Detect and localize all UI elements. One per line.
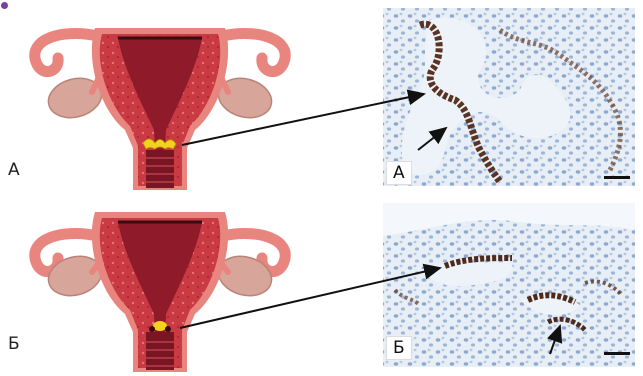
lesion-yellow-b <box>153 321 167 331</box>
uterus-illustration-b <box>35 212 285 372</box>
side-label-a: А <box>8 160 20 180</box>
fallopian-tube-left-a <box>35 34 98 72</box>
micrograph-b <box>383 203 635 367</box>
panel-label-a: А <box>386 161 412 185</box>
uterus-illustration-a <box>35 28 285 190</box>
fallopian-tube-right-a <box>222 34 285 72</box>
corner-marker-dot <box>1 2 8 9</box>
scale-bar-a <box>604 176 630 179</box>
panel-label-b: Б <box>386 336 412 360</box>
cervical-canal-b <box>146 332 174 370</box>
scale-bar-b <box>604 352 630 355</box>
side-label-b: Б <box>8 334 20 354</box>
micrograph-a <box>383 8 635 186</box>
